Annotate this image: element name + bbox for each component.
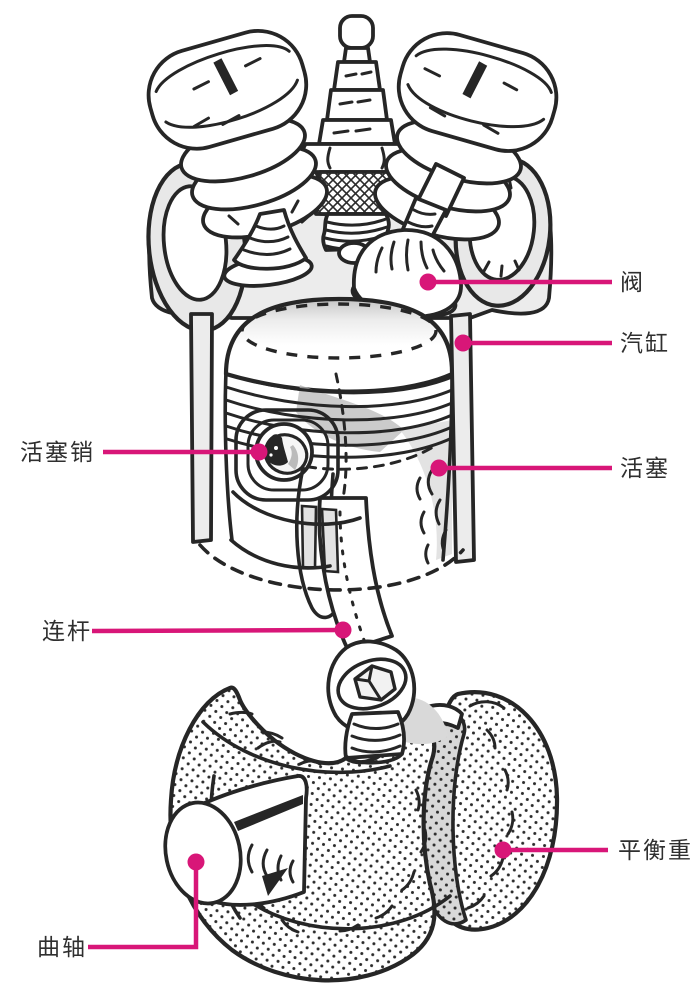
piston [223,296,455,620]
label-piston-pin: 活塞销 [20,439,95,465]
crank-journal [163,774,309,907]
connecting-rod [317,496,448,765]
leader-piston-pin [103,443,268,461]
cylinder-bottom-hidden-edge [198,543,465,592]
label-crankshaft: 曲轴 [37,934,87,960]
piston-skirt-hatching [415,468,448,565]
leader-piston [430,459,612,477]
valve-assembly-left [146,28,329,288]
label-cylinder: 汽缸 [620,330,670,356]
leader-crankshaft [88,853,205,950]
crank-journal-face [163,800,243,906]
leader-counterweight [494,841,608,859]
piston-crown-hidden-edge [240,302,438,360]
valve-tappet-cap-right [396,31,559,153]
leader-cylinder [454,334,612,352]
label-connecting-rod: 连杆 [42,618,92,644]
leaders [88,273,612,950]
leader-valve [419,273,612,291]
cylinder-wall-right [449,312,476,564]
crank-surface-marks [228,700,515,934]
leader-connecting-rod [91,621,352,639]
cylinder [189,312,476,564]
piston-skirt-front [198,490,465,592]
cylinder-wall-left [189,312,214,544]
label-valve: 阀 [620,269,645,295]
valve-tappet-cap-left [146,28,309,151]
label-counterweight: 平衡重 [618,837,693,863]
label-piston: 活塞 [620,455,670,481]
valve-left [222,199,314,288]
crankshaft [163,685,560,983]
